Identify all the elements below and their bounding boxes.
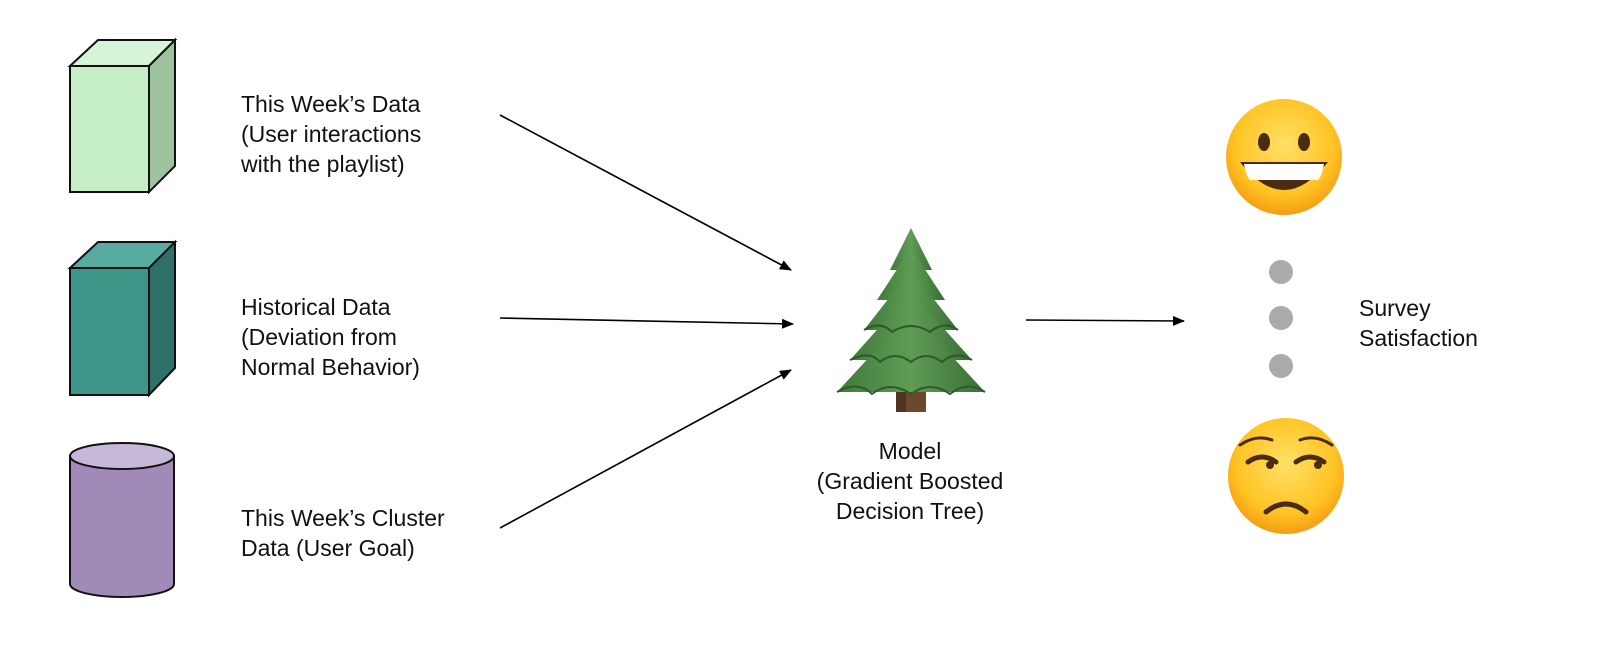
label-line: (Gradient Boosted [816,468,1004,494]
historical-data-cube-icon [67,239,178,398]
ellipsis-dots [1269,260,1293,378]
unamused-face-icon [1228,418,1344,534]
cube-2-front [69,267,150,396]
label-line: Decision Tree) [835,498,985,524]
dot-3 [1269,354,1293,378]
arrow-input-1 [499,114,792,271]
this-weeks-data-label: This Week’s Data (User interactions with… [241,89,421,179]
label-line: This Week’s Data [241,91,421,117]
label-line: This Week’s Cluster [241,505,445,531]
label-line: Survey [1359,295,1431,321]
grinning-face-icon [1226,99,1342,215]
cylinder-body [69,455,175,598]
dot-2 [1269,306,1293,330]
historical-data-label: Historical Data (Deviation from Normal B… [241,292,420,382]
cluster-data-label: This Week’s Cluster Data (User Goal) [241,503,445,563]
label-line: with the playlist) [241,151,405,177]
survey-satisfaction-label: Survey Satisfaction [1359,293,1478,353]
evergreen-tree-icon [836,228,986,412]
cylinder-top [69,442,175,470]
arrow-output [1025,315,1185,326]
label-line: Normal Behavior) [241,354,420,380]
label-line: Satisfaction [1359,325,1478,351]
label-line: (Deviation from [241,324,397,350]
arrow-input-2 [499,317,794,329]
model-label: Model (Gradient Boosted Decision Tree) [790,436,1030,526]
cube-2-side [148,239,176,398]
arrow-input-3 [499,369,792,529]
cube-1-side [148,37,176,195]
this-weeks-data-cube-icon [67,37,178,195]
label-line: Data (User Goal) [241,535,415,561]
label-line: Model [878,438,942,464]
cube-1-front [69,65,150,193]
label-line: Historical Data [241,294,391,320]
label-line: (User interactions [241,121,422,147]
cluster-data-cylinder-icon [69,442,175,598]
dot-1 [1269,260,1293,284]
